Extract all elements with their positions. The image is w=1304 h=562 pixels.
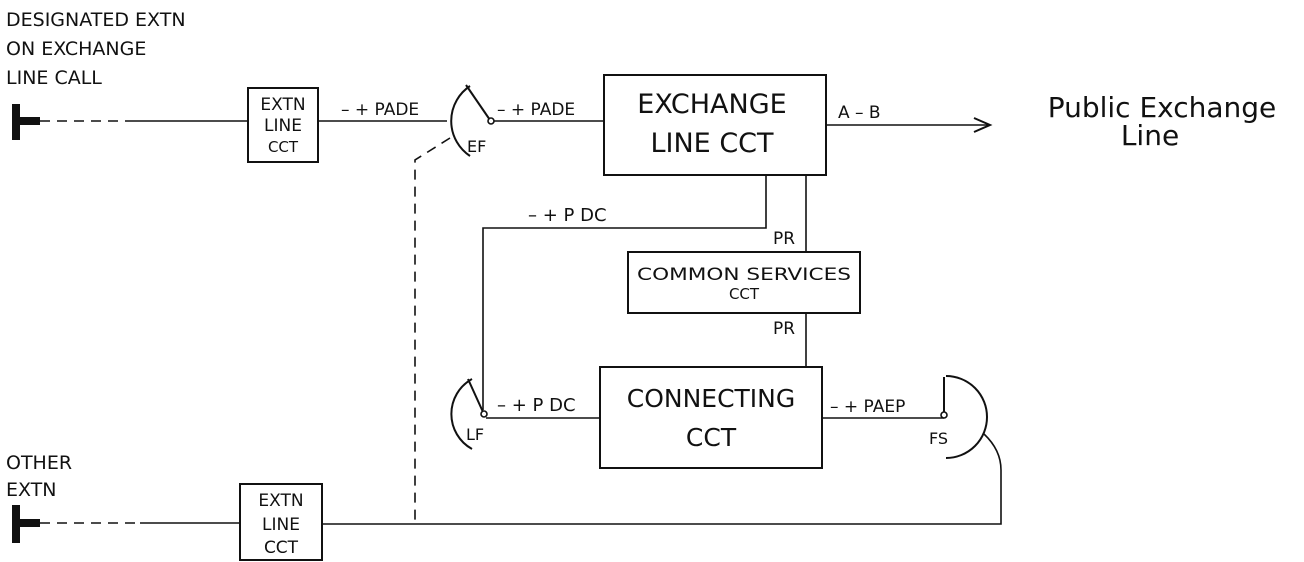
extension-telephone-top-icon	[12, 104, 40, 140]
public-exchange-line-label-2: Line	[1121, 119, 1179, 152]
caption-line-3: LINE CALL	[6, 67, 102, 89]
extn-line-cct-top-box: EXTN LINE CCT	[247, 87, 319, 163]
wire-label-extn-to-ef: – + PADE	[341, 100, 419, 120]
extn-line-cct-bottom-line-1: EXTN	[258, 491, 303, 511]
designated-extn-caption: DESIGNATED EXTN ON EXCHANGE LINE CALL	[6, 9, 186, 89]
ef-switch-icon: EF	[450, 84, 495, 157]
ef-label: EF	[467, 137, 486, 156]
extension-telephone-bottom-icon	[12, 505, 40, 543]
wire-label-pr-upper: PR	[773, 229, 795, 249]
exchange-line-cct-box: EXCHANGE LINE CCT	[603, 74, 827, 176]
caption-line-1: DESIGNATED EXTN	[6, 9, 186, 31]
other-extn-caption: OTHER EXTN	[6, 452, 72, 501]
other-extn-line-2: EXTN	[6, 479, 57, 501]
fs-label: FS	[929, 429, 948, 448]
extn-line-cct-top-line-3: CCT	[268, 138, 299, 156]
exchange-line-cct-line-2: LINE CCT	[650, 128, 774, 159]
extn-line-cct-bottom-line-2: LINE	[262, 515, 300, 535]
fs-switch-icon: FS	[929, 375, 988, 459]
wire-label-lf-to-connecting: – + P DC	[497, 395, 576, 416]
caption-line-2: ON EXCHANGE	[6, 38, 146, 60]
connecting-cct-line-1: CONNECTING	[627, 384, 796, 413]
wire-label-a-b: A – B	[838, 103, 881, 123]
wire-label-connecting-to-fs: – + PAEP	[830, 397, 905, 417]
wire-label-exchange-to-lf: – + P DC	[528, 205, 607, 226]
public-exchange-line-label-1: Public Exchange	[1048, 91, 1277, 124]
lf-switch-icon: LF	[450, 378, 488, 450]
exchange-line-cct-line-1: EXCHANGE	[637, 89, 786, 120]
wire-exchange-to-lf	[482, 175, 767, 410]
extn-line-cct-bottom-line-3: CCT	[264, 538, 299, 558]
extn-line-cct-top-line-2: LINE	[264, 116, 302, 136]
extn-line-cct-top-line-1: EXTN	[260, 95, 305, 115]
common-services-cct-line-2: CCT	[729, 285, 760, 303]
wire-fs-to-bottom-extn	[322, 433, 1002, 525]
other-extn-line-1: OTHER	[6, 452, 72, 474]
lf-label: LF	[466, 425, 484, 444]
common-services-cct-box: COMMON SERVICES CCT	[627, 251, 861, 314]
wire-label-ef-to-exchange: – + PADE	[497, 100, 575, 120]
arrow-head-icon	[973, 117, 993, 133]
common-services-cct-line-1: COMMON SERVICES	[637, 265, 851, 285]
dashed-control-line-ef	[414, 137, 451, 524]
wire-label-pr-lower: PR	[773, 319, 795, 339]
extn-line-cct-bottom-box: EXTN LINE CCT	[239, 483, 323, 561]
connecting-cct-line-2: CCT	[686, 423, 737, 452]
connecting-cct-box: CONNECTING CCT	[599, 366, 823, 469]
